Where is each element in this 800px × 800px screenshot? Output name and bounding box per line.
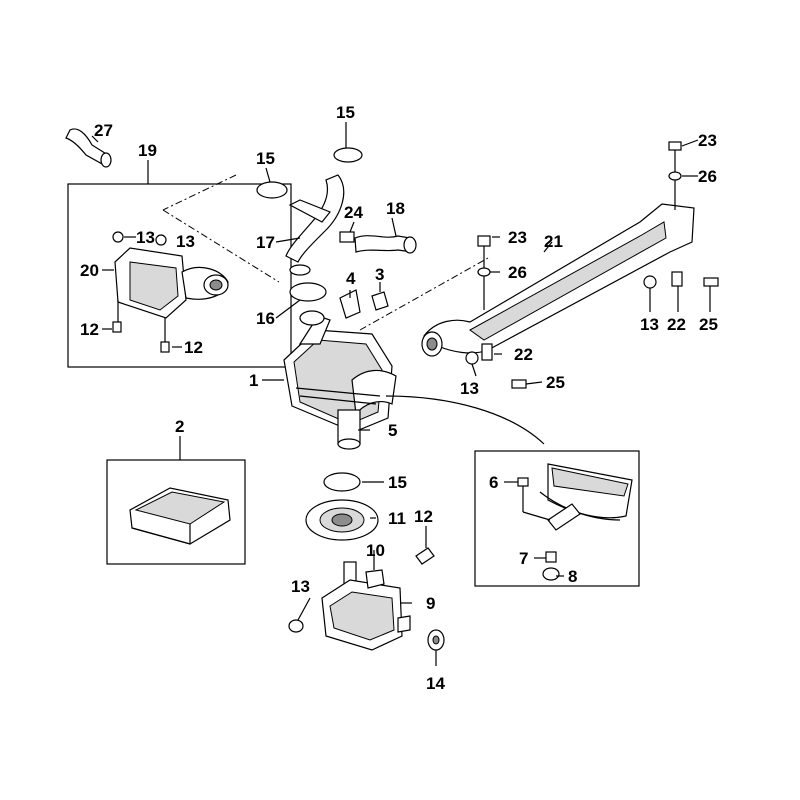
callout-16: 16 — [256, 309, 275, 328]
callout-7: 7 — [519, 549, 528, 568]
callout-21: 21 — [544, 232, 563, 251]
callout-26-right: 26 — [698, 167, 717, 186]
callout-13-c: 13 — [291, 577, 310, 596]
callout-14: 14 — [426, 674, 445, 693]
detail-box-resonator — [67, 160, 292, 368]
callout-22-mid: 22 — [514, 345, 533, 364]
leader-lines — [91, 122, 711, 666]
callout-5: 5 — [388, 421, 397, 440]
callout-12-b: 12 — [184, 338, 203, 357]
air-filter-box — [106, 436, 246, 565]
callout-15-low: 15 — [388, 473, 407, 492]
intake-duct-assembly — [256, 147, 417, 302]
detail-box-mount — [474, 450, 640, 587]
callout-20: 20 — [80, 261, 99, 280]
callout-22-right: 22 — [667, 315, 686, 334]
callout-26-mid: 26 — [508, 263, 527, 282]
callout-labels: 27 19 15 15 13 13 20 12 12 24 18 17 16 4… — [80, 103, 718, 693]
hose-27 — [65, 128, 112, 168]
callout-19: 19 — [138, 141, 157, 160]
callout-25-mid: 25 — [546, 373, 565, 392]
callout-3: 3 — [375, 265, 384, 284]
callout-13-b: 13 — [176, 232, 195, 251]
callout-27: 27 — [94, 121, 113, 140]
callout-25-right: 25 — [699, 315, 718, 334]
callout-15-top: 15 — [336, 103, 355, 122]
callout-15-mid: 15 — [256, 149, 275, 168]
callout-17: 17 — [256, 233, 275, 252]
air-cleaner-housing — [283, 310, 397, 450]
callout-9: 9 — [426, 594, 435, 613]
callout-13-e: 13 — [640, 315, 659, 334]
resonator-lower — [288, 547, 445, 651]
callout-8: 8 — [568, 567, 577, 586]
callout-13-d: 13 — [460, 379, 479, 398]
callout-24: 24 — [344, 203, 363, 222]
callout-12-c: 12 — [414, 507, 433, 526]
intake-duct-21 — [421, 141, 719, 389]
clamp-and-seal — [305, 472, 379, 541]
bracket-sensor — [339, 289, 389, 319]
callout-6: 6 — [489, 473, 498, 492]
callout-4: 4 — [346, 269, 356, 288]
callout-12-a: 12 — [80, 320, 99, 339]
callout-18: 18 — [386, 199, 405, 218]
callout-10: 10 — [366, 541, 385, 560]
callout-23-right: 23 — [698, 131, 717, 150]
callout-13-a: 13 — [136, 228, 155, 247]
callout-11: 11 — [388, 509, 406, 528]
callout-1: 1 — [249, 371, 258, 390]
callout-23-mid: 23 — [508, 228, 527, 247]
callout-2: 2 — [175, 417, 184, 436]
